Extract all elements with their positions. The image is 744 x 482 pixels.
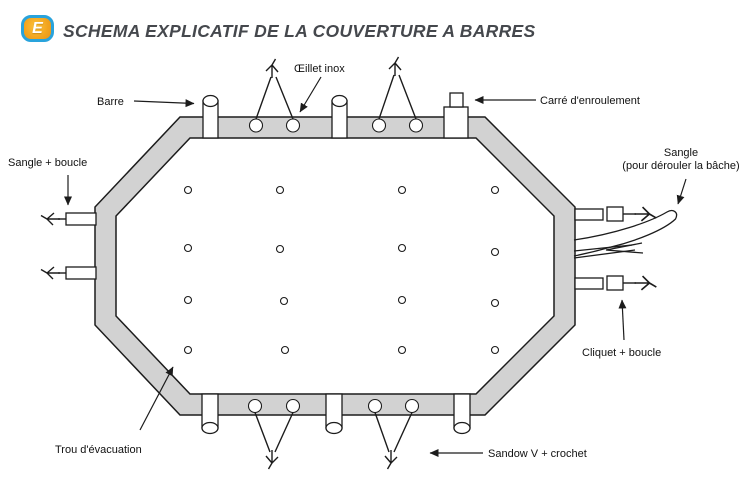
drain-hole (490, 345, 500, 355)
top-sandow-v (255, 58, 294, 120)
bottom-bar (453, 393, 471, 435)
eyelet-circle (248, 118, 264, 133)
section-badge-icon: E (21, 15, 54, 42)
bar-end (331, 94, 348, 108)
hook-icon (40, 266, 61, 280)
arrow-trou (139, 366, 174, 431)
bar-end (202, 94, 219, 108)
drain-hole (397, 345, 407, 355)
sandow-cords (374, 412, 413, 453)
bottom-bar (325, 393, 343, 435)
drain-hole (183, 295, 193, 305)
eyelet-circle (367, 398, 383, 414)
hook-icon (388, 56, 402, 77)
drain-hole (397, 185, 407, 195)
section-badge-letter: E (32, 19, 43, 37)
bottom-eyelets (247, 398, 420, 414)
drain-hole (183, 345, 193, 355)
arrow-sangle-derouler (676, 178, 687, 205)
drain-hole (490, 185, 500, 195)
top-eyelets (248, 118, 424, 133)
left-strap-buckle (40, 212, 97, 226)
drain-hole (397, 243, 407, 253)
strap-body (574, 208, 604, 221)
strap-body (65, 212, 97, 226)
right-ratchet-buckle (574, 275, 658, 291)
arrow-cliquet (618, 299, 627, 341)
label-sandow-crochet: Sandow V + crochet (488, 448, 587, 460)
label-carre-enroulement: Carré d'enroulement (540, 95, 640, 107)
arrow-barre (133, 99, 195, 108)
strap-curve (573, 209, 678, 257)
eyelet-circle (408, 118, 424, 133)
ratchet-body (606, 275, 624, 291)
strap-body (65, 266, 97, 280)
top-bar (202, 94, 219, 139)
label-sangle-boucle: Sangle + boucle (8, 157, 87, 169)
hook-icon (265, 58, 279, 79)
strap-fold-mark (605, 242, 644, 254)
ratchet-body (606, 206, 624, 222)
bar-end (453, 421, 471, 435)
sandow-cords (378, 74, 417, 120)
drainage-holes (183, 185, 500, 355)
bar-end (325, 421, 343, 435)
label-trou-evacuation: Trou d'évacuation (55, 444, 142, 456)
eyelet-circle (285, 118, 301, 133)
drain-hole (183, 185, 193, 195)
drain-hole (490, 247, 500, 257)
eyelet-circle (247, 398, 263, 414)
eyelet-circle (404, 398, 420, 414)
bottom-sandow-v (254, 412, 294, 470)
label-sangle-derouler-line1: Sangle (664, 147, 698, 159)
winding-square (443, 92, 469, 139)
eyelet-circle (371, 118, 387, 133)
drain-hole (280, 345, 290, 355)
strap-body (574, 277, 604, 290)
right-ratchet-buckle (574, 206, 658, 222)
bottom-bar (201, 393, 219, 435)
drain-hole (183, 243, 193, 253)
unrolling-strap (573, 209, 678, 259)
section-header: E SCHEMA EXPLICATIF DE LA COUVERTURE A B… (0, 0, 744, 58)
label-oeillet-inox: Œillet inox (294, 63, 345, 75)
sandow-cords (255, 76, 294, 120)
label-sangle-derouler-line2: (pour dérouler la bâche) (622, 160, 739, 172)
hook-icon (633, 275, 658, 291)
hook-icon (384, 449, 398, 470)
bar-end (201, 421, 219, 435)
winding-square-peg (449, 92, 464, 108)
sandow-cords (254, 412, 294, 453)
bottom-sandow-v (374, 412, 413, 470)
hook-icon (265, 449, 279, 470)
left-strap-buckle (40, 266, 97, 280)
top-bar (331, 94, 348, 139)
page-title: SCHEMA EXPLICATIF DE LA COUVERTURE A BAR… (63, 21, 536, 41)
drain-hole (275, 244, 285, 254)
hook-icon (40, 212, 61, 226)
winding-base (443, 106, 469, 139)
drain-hole (490, 298, 500, 308)
label-cliquet-boucle: Cliquet + boucle (582, 347, 661, 359)
top-sandow-v (378, 56, 417, 120)
drain-hole (279, 296, 289, 306)
eyelet-circle (285, 398, 301, 414)
label-barre: Barre (97, 96, 124, 108)
arrow-oeillet (299, 76, 322, 113)
drain-hole (397, 295, 407, 305)
drain-hole (275, 185, 285, 195)
cover-band (94, 116, 576, 416)
